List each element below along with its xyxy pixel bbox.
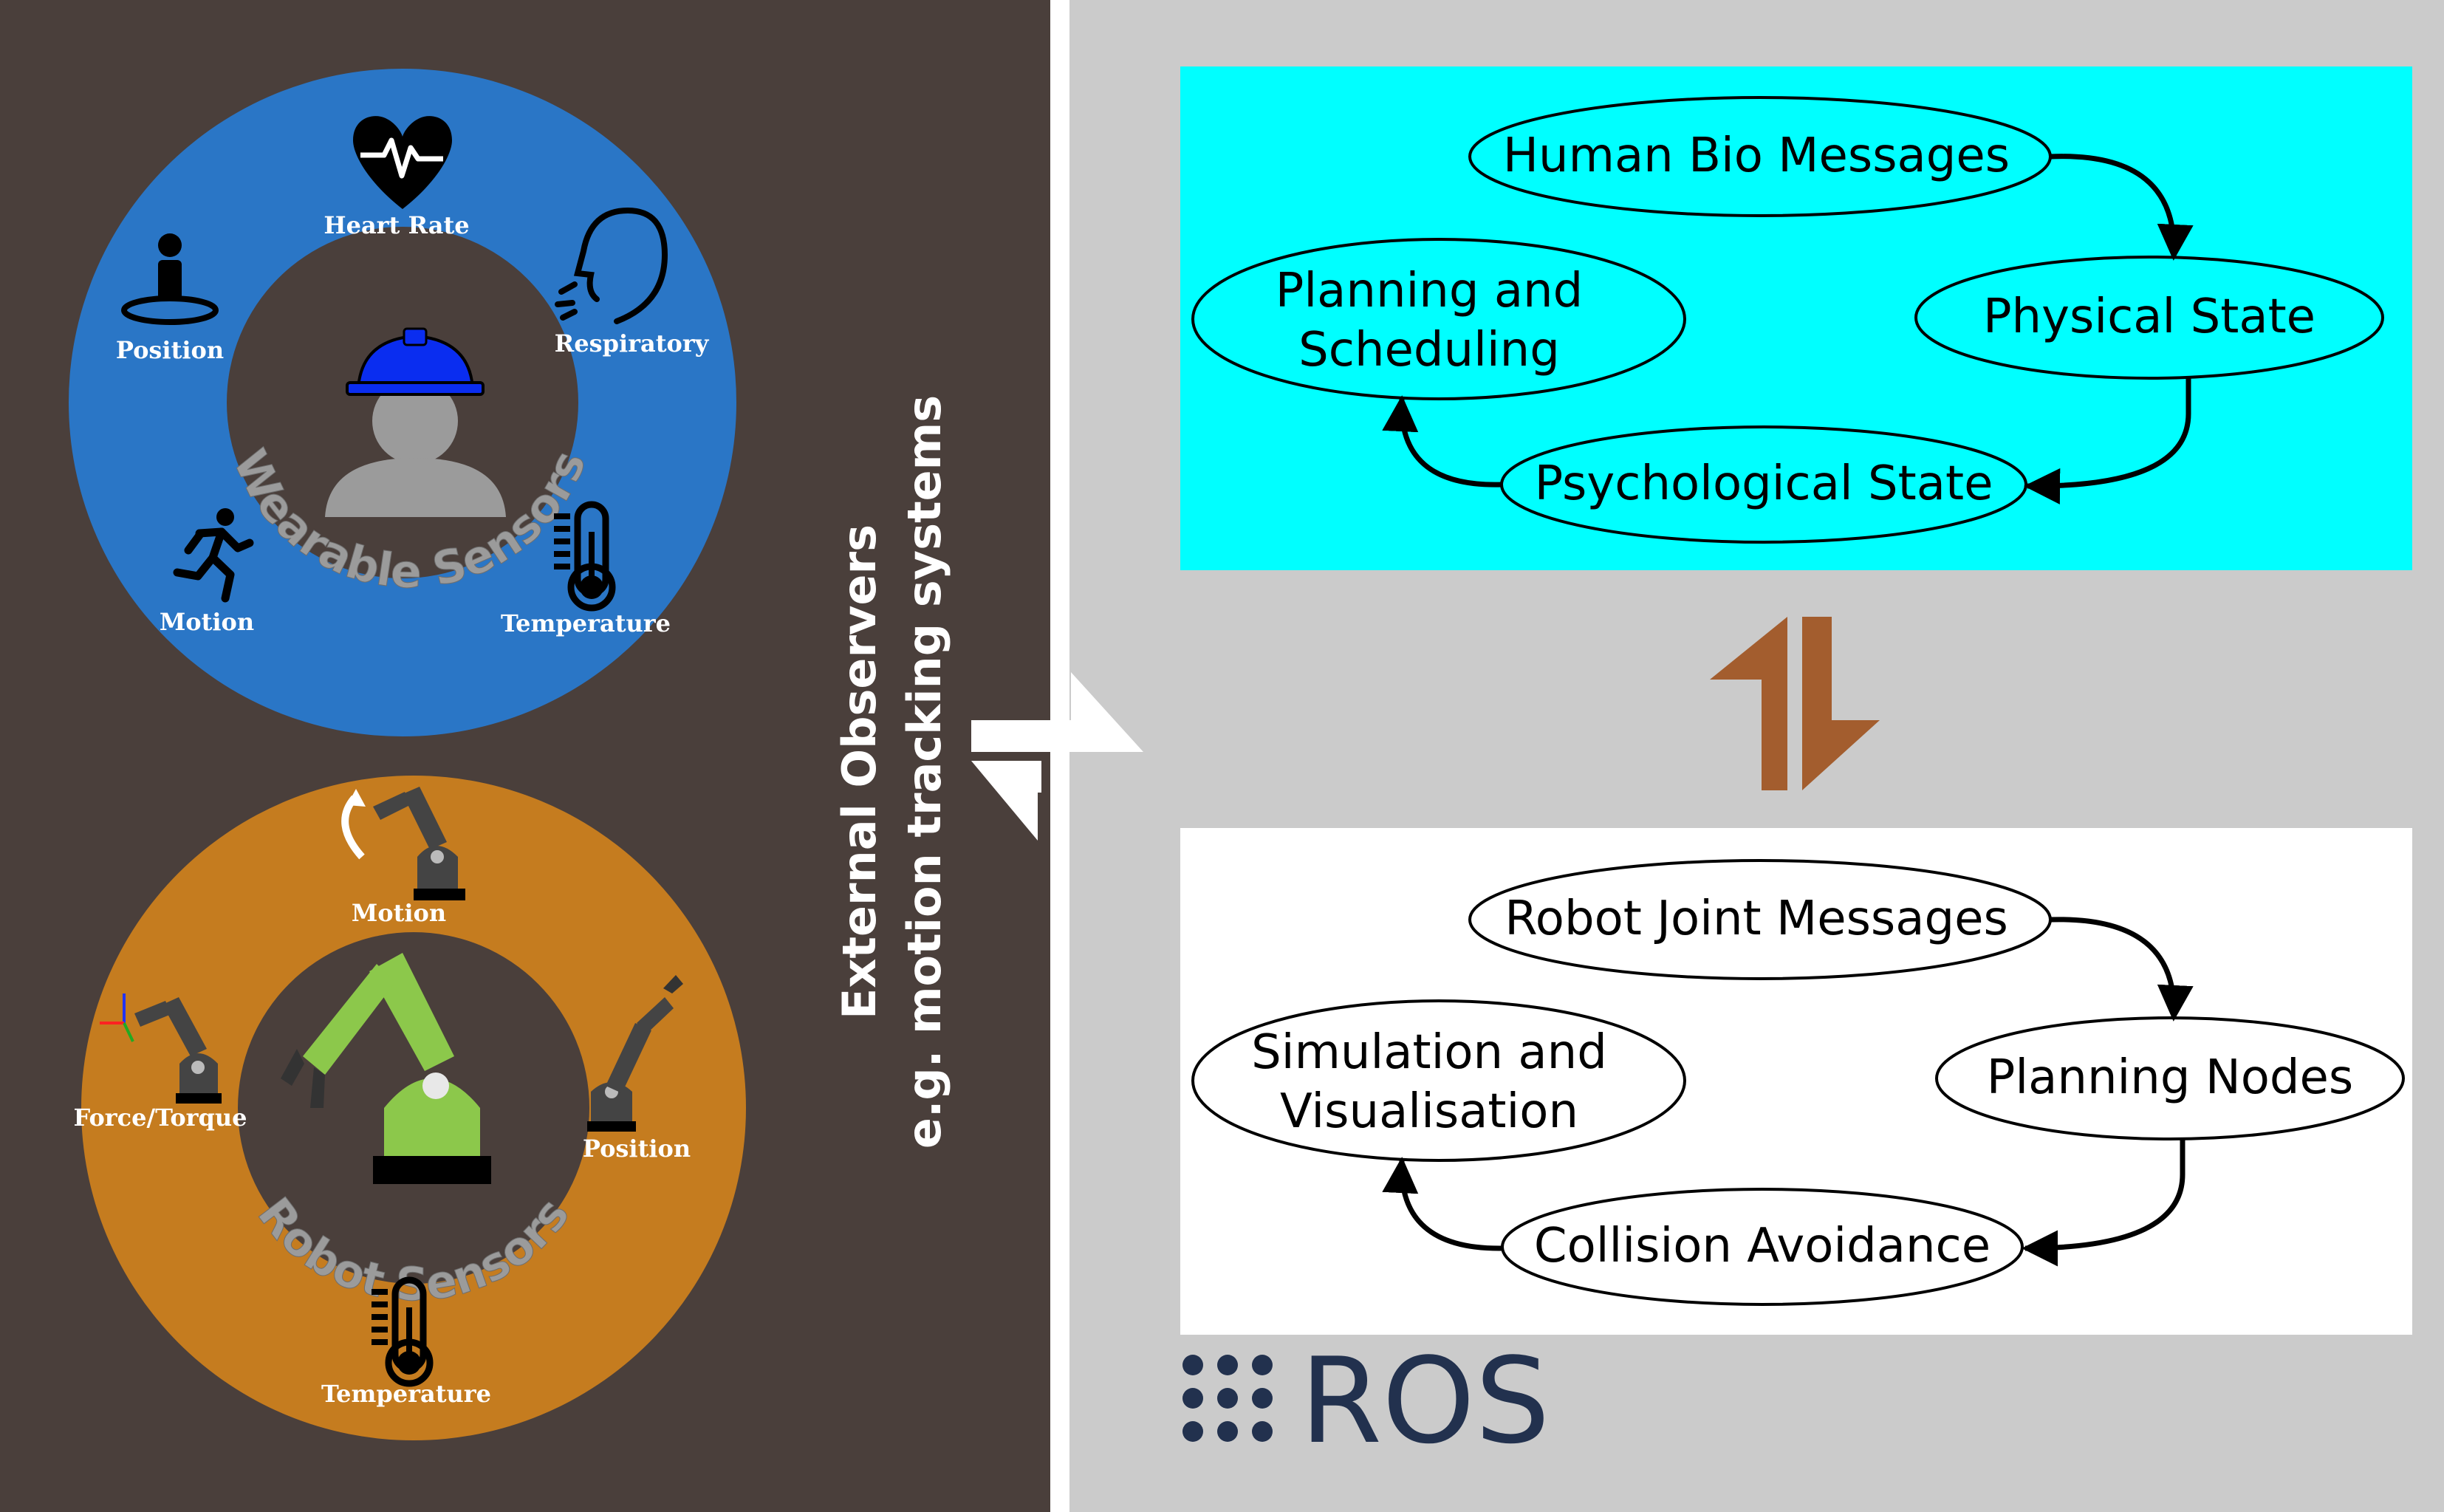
bio-cycle: Human Bio Messages Physical State Psycho… [1191, 96, 2384, 544]
robot-force-torque-icon [100, 993, 222, 1104]
ros-logo: ROS [1182, 1332, 1550, 1470]
robot-cycle: Robot Joint Messages Planning Nodes Coll… [1191, 859, 2405, 1306]
exchange-arrows [971, 672, 1143, 841]
simulation-visualisation-text-1: Simulation and [1251, 1025, 1607, 1080]
bidirectional-arrow-down [1802, 617, 1880, 790]
simulation-visualisation-node [1191, 999, 1686, 1162]
robot-position-icon [587, 975, 683, 1132]
wearable-sensors-group: Wearable Sensors Heart Rate Position Res… [69, 69, 736, 736]
external-observers-line2: e.g. motion tracking systems [897, 395, 951, 1149]
divider-line [1050, 0, 1069, 1512]
running-icon [173, 508, 254, 603]
worker-helmet-icon [325, 327, 506, 517]
simulation-visualisation-text-2: Visualisation [1280, 1084, 1578, 1139]
bidirectional-arrow [1710, 617, 1880, 790]
external-observers-label: External Observers e.g. motion tracking … [832, 395, 951, 1149]
respiratory-head-icon [555, 207, 668, 324]
robot-temperature-label: Temperature [321, 1380, 491, 1408]
bio-messages-text: Human Bio Messages [1503, 129, 2010, 183]
planning-nodes-text: Planning Nodes [1987, 1050, 2353, 1105]
ros-logo-text: ROS [1300, 1332, 1550, 1470]
physical-state-node [1914, 256, 2384, 380]
edge-psychological-to-planning [1382, 395, 1502, 488]
external-observers-line1: External Observers [832, 524, 886, 1019]
planning-scheduling-text-1: Planning and [1276, 264, 1583, 318]
motion-label: Motion [160, 608, 254, 636]
ros-dots-icon [1182, 1355, 1273, 1442]
robot-arm-icon [281, 953, 491, 1184]
robot-motion-label: Motion [352, 899, 446, 927]
exchange-arrow-left [971, 761, 1041, 841]
planning-scheduling-text-2: Scheduling [1298, 323, 1560, 377]
exchange-arrow-right [971, 672, 1143, 752]
bidirectional-arrow-up [1710, 617, 1787, 790]
psychological-state-text: Psychological State [1535, 456, 1993, 511]
edge-collision-to-simulation [1382, 1157, 1503, 1251]
position-label: Position [116, 336, 224, 364]
physical-state-text: Physical State [1983, 290, 2315, 344]
robot-sensors-group: Robot Sensors Motion Force/Torque [73, 776, 746, 1440]
thermometer-icon [554, 501, 616, 612]
edge-messages-to-physical [2050, 154, 2194, 261]
robot-thermometer-icon [372, 1276, 434, 1387]
edge-planning-to-collision [2022, 1139, 2185, 1267]
edge-physical-to-psychological [2024, 378, 2191, 504]
robot-position-label: Position [583, 1135, 691, 1163]
collision-avoidance-text: Collision Avoidance [1534, 1219, 1991, 1273]
planning-scheduling-node [1191, 238, 1686, 400]
person-position-icon [121, 233, 219, 325]
heart-rate-icon [353, 116, 452, 209]
edge-messages-to-planning [2050, 917, 2194, 1022]
robot-motion-icon [341, 787, 465, 900]
force-torque-label: Force/Torque [73, 1104, 247, 1132]
robot-messages-text: Robot Joint Messages [1505, 892, 2008, 946]
respiratory-label: Respiratory [555, 329, 710, 358]
temperature-label: Temperature [501, 609, 671, 637]
heart-rate-label: Heart Rate [324, 211, 469, 239]
